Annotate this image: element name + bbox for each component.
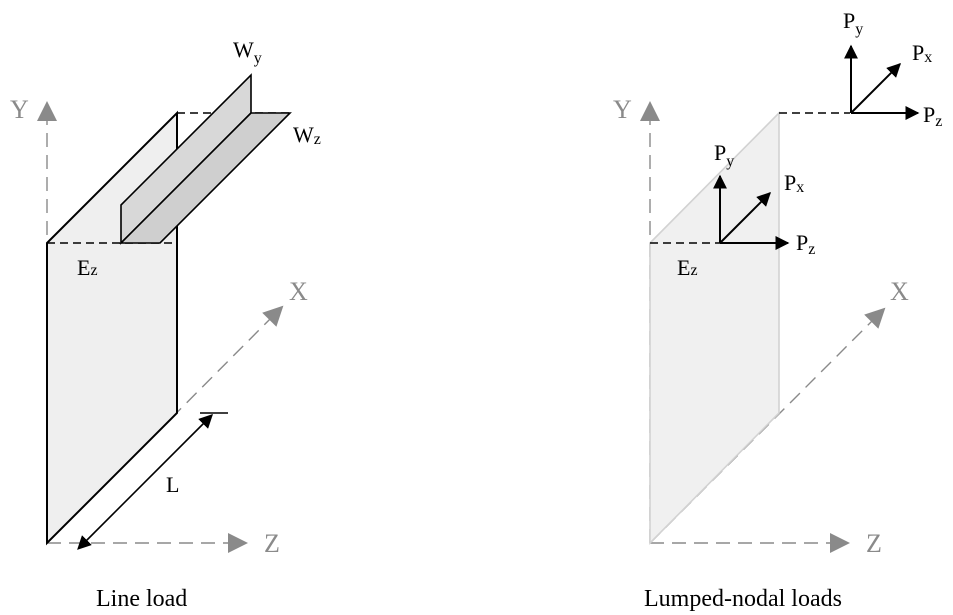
- left-ez-label: Ez: [77, 255, 98, 280]
- mid-px-arrow: [719, 192, 771, 244]
- top-pz-label: Pz: [923, 102, 942, 130]
- line-load-caption: Line load: [96, 586, 187, 612]
- lumped-load-caption: Lumped-nodal loads: [644, 586, 842, 612]
- line-load-diagram: Y X Z Wy Wz Ez L Line load: [10, 37, 321, 612]
- wy-label: Wy: [233, 37, 262, 67]
- right-panel: [649, 111, 780, 545]
- left-y-axis-label: Y: [10, 95, 29, 124]
- right-x-axis-label: X: [890, 277, 909, 306]
- top-py-label: Py: [843, 8, 863, 38]
- mid-py-label: Py: [714, 140, 734, 170]
- right-ez-label: Ez: [677, 255, 698, 280]
- left-x-axis-label: X: [289, 277, 308, 306]
- top-px-arrow: [850, 63, 901, 114]
- mid-pz-label: Pz: [796, 230, 815, 258]
- left-z-axis-label: Z: [264, 529, 280, 558]
- length-label: L: [166, 472, 179, 497]
- wz-label: Wz: [293, 122, 321, 148]
- mid-px-label: Px: [784, 170, 804, 196]
- length-dimension-arrow: [77, 414, 213, 550]
- lumped-load-diagram: Y X Z Py Px Pz Py Px Pz Ez Lumped-nodal …: [613, 8, 942, 612]
- right-y-axis-label: Y: [613, 95, 632, 124]
- top-px-label: Px: [912, 40, 932, 66]
- wz-load-strip: [119, 112, 292, 244]
- right-z-axis-label: Z: [866, 529, 882, 558]
